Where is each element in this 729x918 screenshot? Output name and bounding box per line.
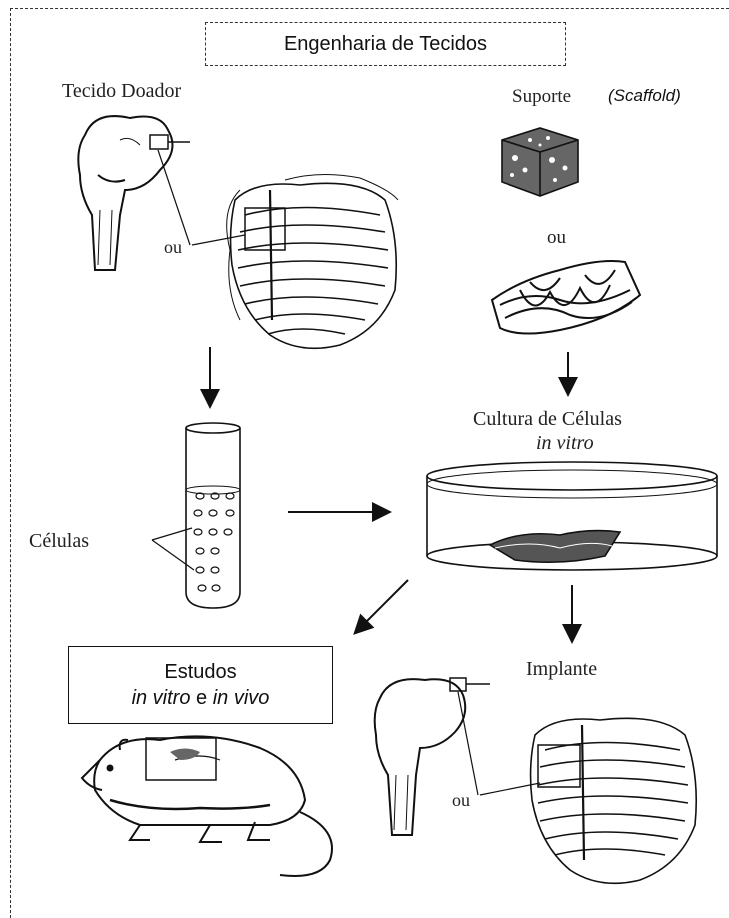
- cells-pointer-2: [152, 540, 194, 570]
- petri-dish-icon: [427, 462, 717, 570]
- fiber-mesh-icon: [492, 261, 640, 334]
- rat-icon: [82, 736, 332, 876]
- porous-block-icon: [502, 128, 578, 196]
- implant-ribcage-icon: [531, 718, 697, 883]
- donor-pointer-line: [158, 150, 190, 245]
- implant-knee-bone-icon: [375, 678, 490, 835]
- test-tube-icon: [186, 423, 240, 608]
- implant-pointer-line: [458, 692, 478, 795]
- ribcage-icon: [227, 174, 398, 348]
- arrow-culture-to-studies: [356, 580, 408, 632]
- knee-bone-icon: [78, 116, 190, 270]
